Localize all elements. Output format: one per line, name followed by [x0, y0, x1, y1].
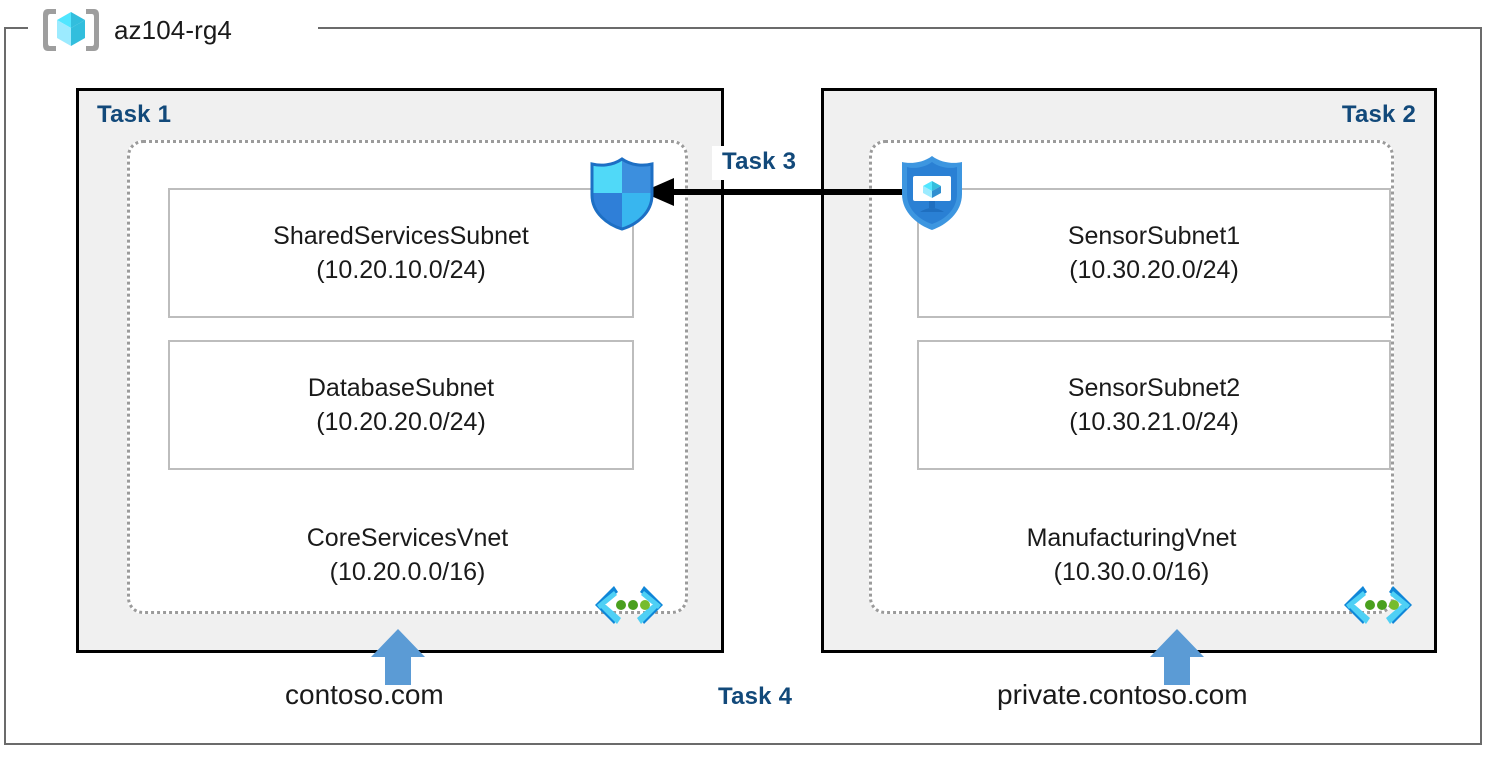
virtual-network-brackets-icon: [595, 586, 663, 624]
vnet-core-services-name: CoreServicesVnet: [306, 524, 509, 552]
up-arrow-icon: [371, 629, 425, 685]
dns-zone-label-private-contoso: private.contoso.com: [997, 679, 1248, 710]
vnet-manufacturing-name: ManufacturingVnet: [1026, 524, 1237, 552]
subnet-shared-services: SharedServicesSubnet (10.20.10.0/24): [168, 188, 634, 318]
subnet-sensor-1-name: SensorSubnet1: [1067, 222, 1241, 250]
subnet-database-cidr: (10.20.20.0/24): [316, 408, 486, 436]
resource-group-name: az104-rg4: [114, 14, 232, 45]
task-label-2: Task 2: [1341, 101, 1416, 128]
subnet-shared-services-name: SharedServicesSubnet: [273, 222, 529, 250]
subnet-database: DatabaseSubnet (10.20.20.0/24): [168, 340, 634, 470]
subnet-sensor-1: SensorSubnet1 (10.30.20.0/24): [917, 188, 1391, 318]
vnet-core-services-cidr: (10.20.0.0/16): [329, 558, 486, 586]
resource-group-cube-icon: [43, 9, 99, 51]
vnet-manufacturing-caption: ManufacturingVnet (10.30.0.0/16): [872, 521, 1391, 589]
vnet-peering-arrow: [642, 178, 924, 206]
task-label-1: Task 1: [97, 101, 172, 128]
task-label-3: Task 3: [722, 148, 797, 175]
task-label-3-background: [712, 146, 818, 180]
subnet-database-name: DatabaseSubnet: [307, 374, 495, 402]
task-panel-1: Task 1 CoreServicesVnet (10.20.0.0/16) S…: [76, 88, 724, 653]
virtual-network-brackets-icon: [1344, 586, 1412, 624]
shield-endpoint-monitor-icon: [902, 156, 962, 230]
resource-group-header: az104-rg4: [40, 8, 232, 52]
resource-group-boundary: [4, 27, 1482, 745]
dns-zone-label-contoso: contoso.com: [285, 679, 444, 710]
subnet-sensor-2-name: SensorSubnet2: [1067, 374, 1241, 402]
shield-icon: [590, 157, 654, 231]
task-panel-2: Task 2 ManufacturingVnet (10.30.0.0/16) …: [821, 88, 1437, 653]
subnet-shared-services-cidr: (10.20.10.0/24): [316, 256, 486, 284]
vnet-core-services-caption: CoreServicesVnet (10.20.0.0/16): [130, 521, 685, 589]
subnet-sensor-1-cidr: (10.30.20.0/24): [1069, 256, 1239, 284]
up-arrow-icon: [1150, 629, 1204, 685]
task-label-4: Task 4: [718, 683, 793, 710]
subnet-sensor-2: SensorSubnet2 (10.30.21.0/24): [917, 340, 1391, 470]
vnet-manufacturing-cidr: (10.30.0.0/16): [1053, 558, 1210, 586]
subnet-sensor-2-cidr: (10.30.21.0/24): [1069, 408, 1239, 436]
